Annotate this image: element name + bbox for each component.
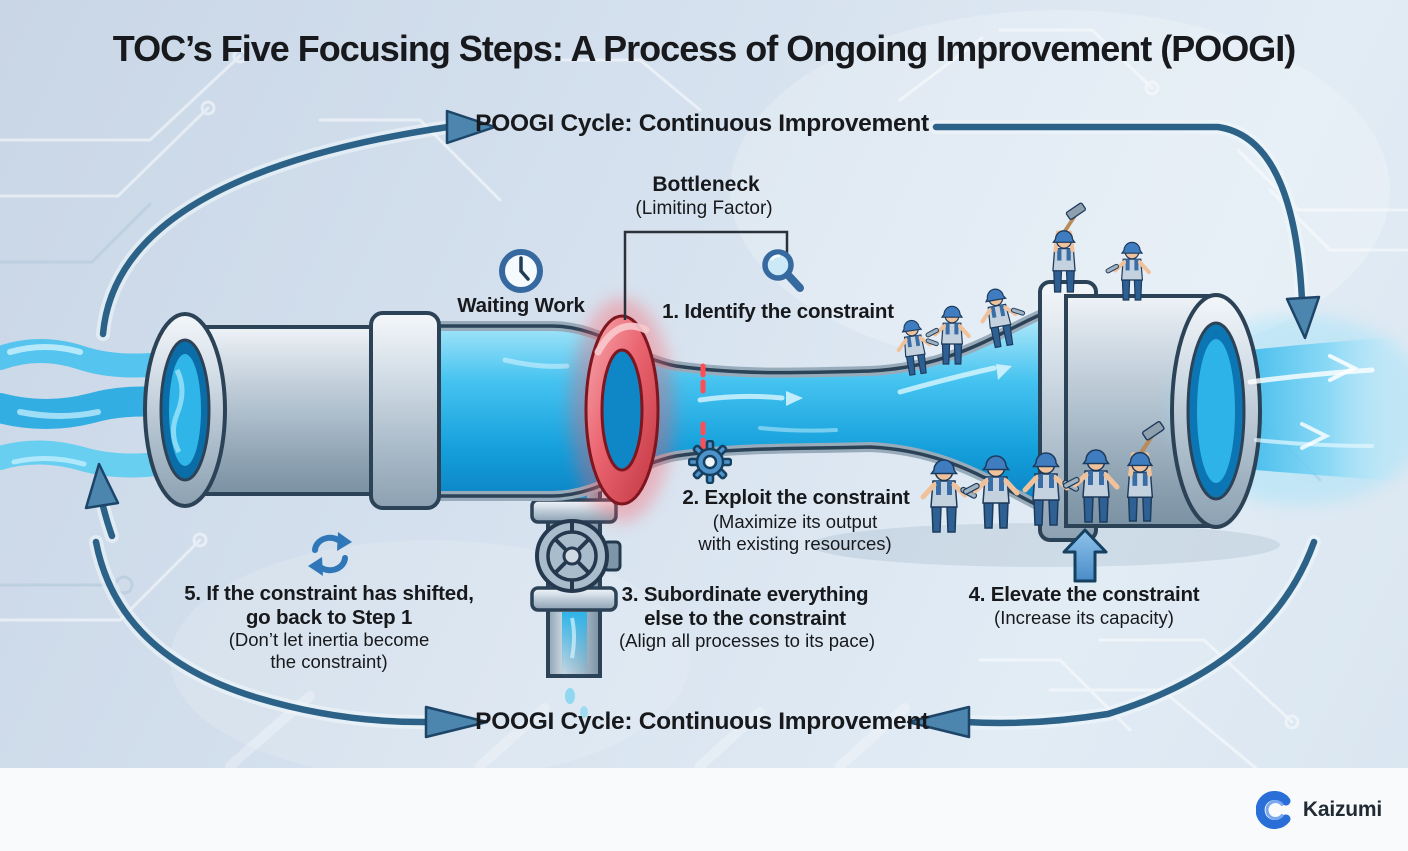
- loop-arrowhead-bottom-left: [424, 705, 489, 739]
- step-5-subtitle-line1: (Don’t let inertia become: [228, 629, 430, 650]
- step-4-subtitle: (Increase its capacity): [994, 607, 1174, 628]
- pipe-outlet: [1038, 280, 1408, 542]
- step-3-subtitle: (Align all processes to its pace): [618, 630, 876, 651]
- poogi-loop-arrows: [84, 109, 1321, 739]
- bottleneck-ring: [570, 298, 674, 522]
- step-1-title: 1. Identify the constraint: [662, 300, 894, 323]
- pipe-illustration: [0, 109, 1408, 739]
- cycle-label-bottom: POOGI Cycle: Continuous Improvement: [475, 708, 929, 735]
- clock-icon: [499, 249, 543, 293]
- brand-name: Kaizumi: [1302, 797, 1382, 821]
- kaizumi-c-logo: [1255, 790, 1291, 829]
- step-2-subtitle-line2: with existing resources): [698, 533, 892, 554]
- gear-icon: [688, 440, 732, 484]
- up-arrow-icon: [1062, 528, 1108, 583]
- jet-streaks: [1247, 354, 1375, 450]
- bottleneck-title: Bottleneck: [652, 173, 760, 196]
- magnifier-icon: [762, 249, 804, 292]
- step-5-title-line2: go back to Step 1: [245, 606, 413, 629]
- bottleneck-bracket: [623, 230, 789, 320]
- step-2-title: 2. Exploit the constraint: [682, 486, 910, 509]
- step-2-subtitle-line1: (Maximize its output: [712, 511, 878, 532]
- loop-arrowhead-right-down: [1285, 295, 1321, 340]
- pipe-water: [441, 312, 1058, 510]
- step-5-subtitle-line2: the constraint): [270, 651, 388, 672]
- cycle-label-top: POOGI Cycle: Continuous Improvement: [475, 110, 929, 137]
- footer-bar: Kaizumi: [0, 768, 1408, 851]
- ground-shadow: [810, 523, 1280, 567]
- loop-arrowhead-top-left: [445, 109, 497, 145]
- cycle-arrows-icon: [308, 532, 352, 576]
- page-title: TOC’s Five Focusing Steps: A Process of …: [112, 28, 1297, 69]
- pipe-flange-left: [369, 311, 441, 510]
- loop-arrowhead-left-up: [84, 462, 120, 510]
- step-3-title-line1: 3. Subordinate everything: [621, 583, 869, 606]
- valve-wheel: [535, 519, 622, 593]
- step-3-title-line2: else to the constraint: [644, 607, 846, 630]
- step-5-title-line1: 5. If the constraint has shifted,: [184, 582, 474, 605]
- pipe-inlet-ring: [143, 312, 227, 508]
- waiting-work-label: Waiting Work: [457, 294, 585, 317]
- bottleneck-subtitle: (Limiting Factor): [635, 198, 773, 219]
- step-4-title: 4. Elevate the constraint: [968, 583, 1200, 606]
- loop-arrowhead-bottom-right: [906, 705, 971, 739]
